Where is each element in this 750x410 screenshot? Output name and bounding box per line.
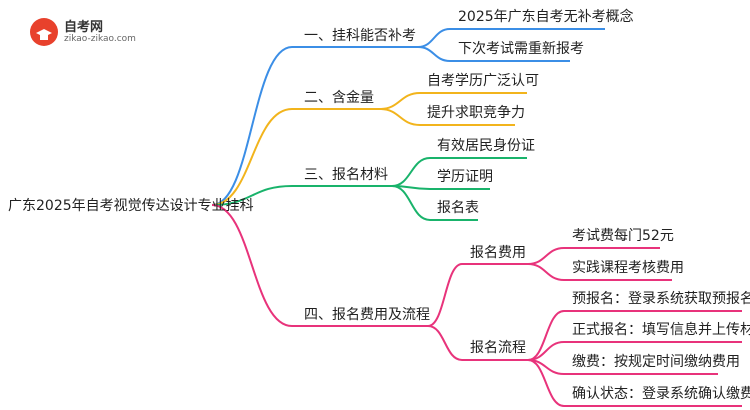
logo-name: 自考网: [64, 20, 104, 35]
connector-root-b1: [211, 46, 293, 206]
connector-root-b3: [211, 185, 293, 206]
leaf-3-1: 有效居民身份证: [437, 138, 535, 154]
branch-1-label: 一、挂科能否补考: [304, 28, 416, 44]
connector-s1-l1: [527, 247, 565, 265]
connector-root-b4: [211, 204, 293, 327]
leaf-4-1-2: 实践课程考核费用: [572, 260, 684, 276]
leaf-3-3: 报名表: [437, 200, 479, 216]
connector-s1-l2: [527, 263, 565, 281]
connector-b4-s2: [427, 325, 463, 361]
connector-s2-l1: [527, 310, 565, 361]
leaf-3-2: 学历证明: [437, 169, 493, 185]
leaf-1-2: 下次考试需重新报考: [458, 41, 584, 57]
site-logo: 自考网 zikao-zikao.com: [30, 14, 150, 50]
branch-3-label: 三、报名材料: [304, 167, 388, 183]
branch-4-label: 四、报名费用及流程: [304, 307, 430, 323]
connector-b3-l3: [391, 185, 431, 221]
leaf-2-2: 提升求职竞争力: [427, 105, 525, 121]
leaf-1-1: 2025年广东自考无补考概念: [458, 9, 634, 25]
leaf-4-2-3: 缴费：按规定时间缴纳费用: [572, 354, 740, 370]
connector-b1-l1: [417, 28, 451, 48]
connector-s2-l4: [527, 359, 565, 407]
connector-b2-l2: [379, 108, 421, 126]
connector-b4-s1: [427, 263, 463, 327]
sub-4-1-label: 报名费用: [470, 245, 526, 261]
connector-root-b2: [211, 108, 293, 206]
sub-4-2-label: 报名流程: [470, 340, 526, 356]
logo-url: zikao-zikao.com: [64, 34, 136, 44]
leaf-4-2-2: 正式报名：填写信息并上传材料: [572, 322, 750, 338]
leaf-4-2-4: 确认状态：登录系统确认缴费状态: [572, 386, 750, 402]
leaf-4-1-1: 考试费每门52元: [572, 228, 674, 244]
branch-2-label: 二、含金量: [304, 90, 374, 106]
graduation-cap-icon: [30, 18, 58, 46]
connector-b3-l1: [391, 157, 431, 187]
root-topic: 广东2025年自考视觉传达设计专业挂科: [8, 198, 254, 214]
connector-b2-l1: [379, 92, 421, 110]
leaf-4-2-1: 预报名：登录系统获取预报名号: [572, 291, 750, 307]
connector-b1-l2: [417, 46, 451, 62]
leaf-2-1: 自考学历广泛认可: [427, 73, 539, 89]
